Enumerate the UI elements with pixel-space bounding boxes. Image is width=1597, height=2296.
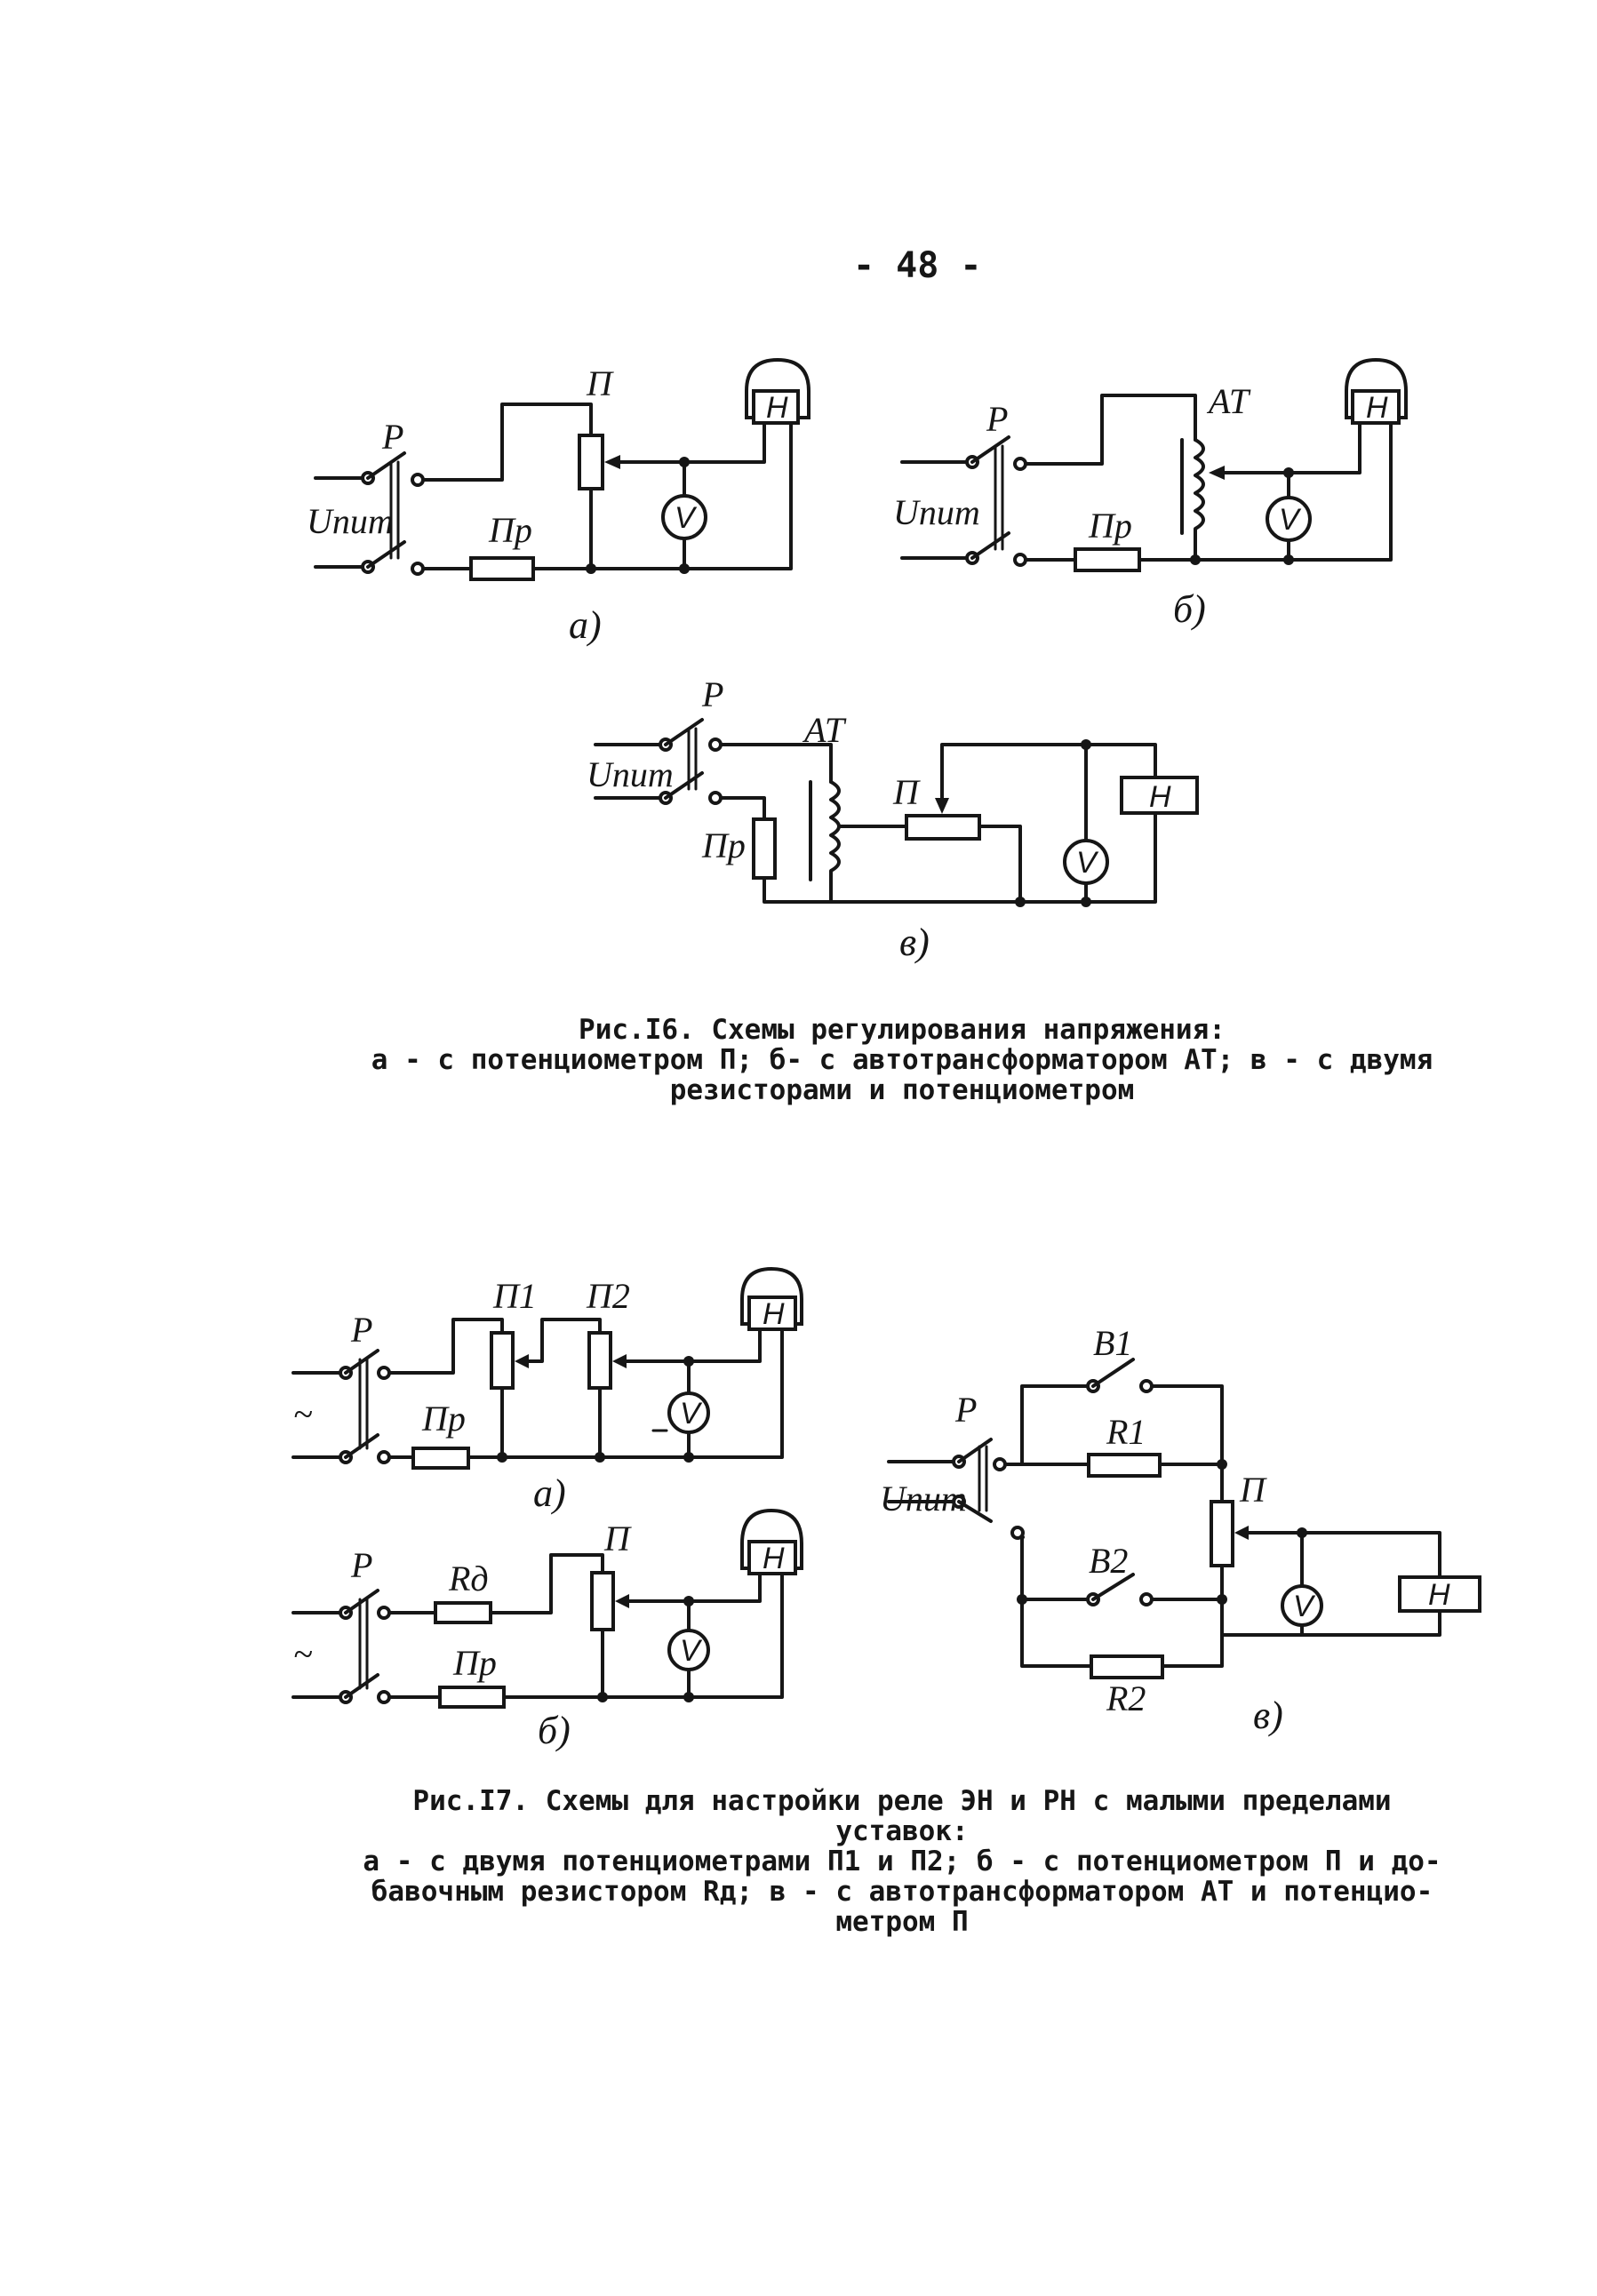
ac-supply-label: ~ [293,1394,313,1434]
caption-line: бавочным резистором Rд; в - с автотрансф… [371,1876,1433,1908]
fig16-panel-v: V Н Р Uпит Пр АТ П в) [587,674,1199,964]
potentiometer-p1 [490,1331,515,1390]
fig16-panel-a: V Н Р Uпит Пр П а) [307,357,810,647]
supply-label: Uпит [893,492,980,532]
lamp-label: Н [763,1297,785,1331]
relay-label: Н [1149,780,1171,814]
voltmeter-label: V [1279,503,1302,537]
voltmeter-label: V [680,1397,703,1431]
fuse-pr [438,1686,506,1709]
figure-16-caption: Рис.I6. Схемы регулирования напряжения: … [284,1015,1520,1105]
lamp-label: Н [763,1542,785,1575]
resistor-r1-label: R1 [1106,1412,1146,1452]
switch-label: Р [986,399,1008,439]
switch-p [314,451,425,576]
switch-label: Р [381,417,403,457]
pot-label: П [892,772,921,812]
potentiometer-p2 [587,1331,612,1390]
caption-line: уставок: [835,1815,969,1847]
subfigure-label: в) [1253,1694,1283,1737]
resistor-rd-label: Rд [448,1559,489,1598]
switch-b2 [1091,1573,1135,1601]
potentiometer-p [590,1571,615,1631]
switch-label: Р [701,674,723,714]
pot2-label: П2 [586,1276,630,1316]
lamp-label: Н [766,391,788,425]
fuse-label: Пр [421,1399,466,1439]
fuse-label: Пр [488,510,532,550]
fuse-pr [411,1447,470,1470]
lamp-label: Н [1366,391,1388,425]
pot1-label: П1 [492,1276,537,1316]
pot-label: П [603,1519,632,1559]
voltmeter-label: V [675,501,698,535]
resistor-rd [434,1601,492,1624]
switch-b2-label: В2 [1089,1541,1128,1581]
caption-line: а - с потенциометром П; б- с автотрансфо… [371,1044,1433,1076]
subfigure-label: б) [1173,587,1206,631]
subfigure-label: в) [899,921,930,964]
resistor-r2-label: R2 [1106,1678,1146,1718]
potentiometer-p [905,814,981,841]
subfigure-label: а) [533,1471,566,1515]
autotransformer-at [829,780,841,904]
voltmeter-label: V [680,1634,703,1668]
switch-label: Р [350,1545,372,1585]
relay-label: Н [1428,1578,1450,1612]
autotransformer-label: АТ [802,710,847,750]
switch-label: Р [350,1310,372,1350]
switch-p [900,435,1027,567]
voltmeter-label: V [1076,846,1099,880]
caption-line: а - с двумя потенциометрами П1 и П2; б -… [363,1846,1441,1877]
subfigure-label: б) [538,1709,571,1752]
caption-line: Рис.I7. Схемы для настройки реле ЭН и РН… [412,1785,1392,1817]
potentiometer-p [578,434,604,490]
potentiometer-p [1210,1500,1234,1567]
caption-line: резисторами и потенциометром [669,1074,1135,1106]
supply-label: Uпит [587,754,674,794]
caption-line: Рис.I6. Схемы регулирования напряжения: [579,1014,1226,1046]
fuse-pr [752,817,777,880]
switch-b1 [1091,1358,1135,1388]
supply-label: Uпит [307,501,394,541]
fig17-panel-a: V Н Р ~ Пр П1 П2 а) [291,1266,803,1515]
fuse-label: Пр [1088,506,1132,546]
resistor-r2 [1090,1654,1164,1679]
fig17-panel-b: V Н Р ~ Rд Пр П б) [291,1508,803,1752]
fig16-panel-b: V Н Р Uпит Пр АТ б) [893,357,1408,631]
pot-label: П [1239,1470,1267,1510]
caption-line: метром П [835,1906,969,1938]
relay-h [1398,1575,1481,1613]
relay-h [1120,776,1199,815]
supply-label: Uпит [880,1479,967,1519]
fuse-pr [469,556,535,581]
figure-17-caption: Рис.I7. Схемы для настройки реле ЭН и РН… [284,1786,1520,1937]
voltmeter-label: V [1293,1590,1316,1623]
fuse-label: Пр [452,1643,497,1683]
switch-b1-label: В1 [1093,1323,1132,1363]
fuse-label: Пр [701,825,746,865]
autotransformer-at [1194,438,1205,562]
autotransformer-label: АТ [1206,381,1251,421]
page-number: - 48 - [853,245,982,286]
fuse-pr [1074,547,1141,572]
subfigure-label: а) [569,603,602,647]
switch-label: Р [954,1390,977,1430]
ac-supply-label: ~ [293,1634,313,1674]
pot-label: П [586,363,614,403]
switch-p [291,1349,391,1464]
switch-p [594,718,723,805]
fig17-panel-v: V Н Р Uпит В1 R1 В2 R2 П в) [880,1323,1481,1737]
resistor-r1 [1087,1453,1162,1478]
